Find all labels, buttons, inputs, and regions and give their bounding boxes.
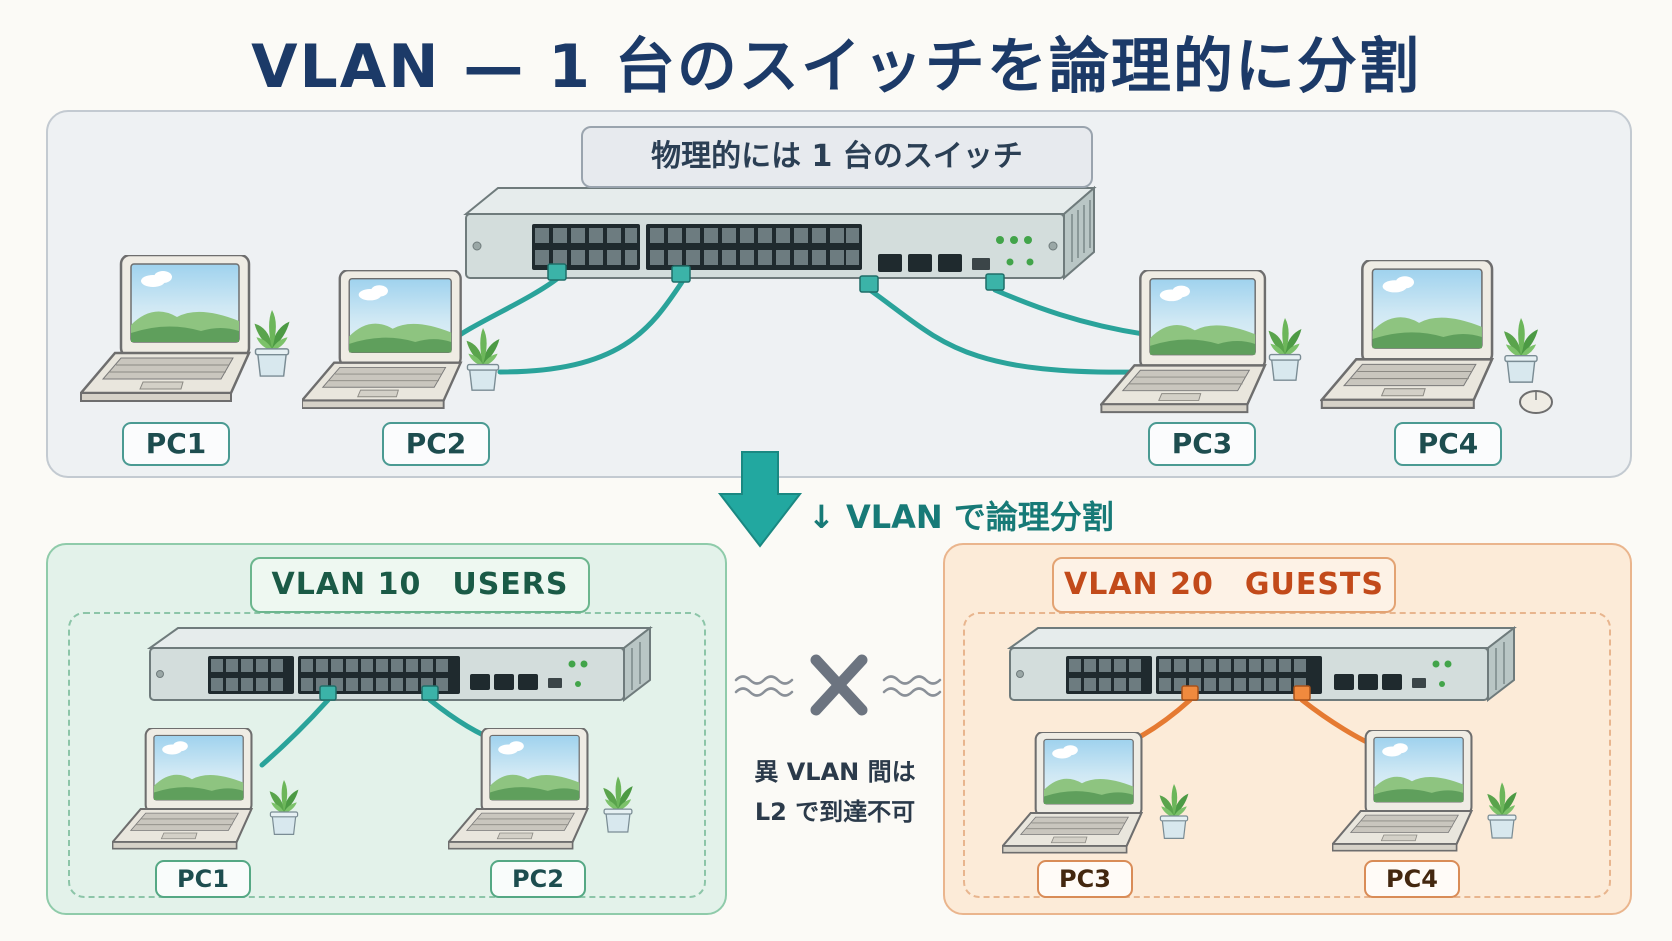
vlan20-switch-icon (1006, 625, 1517, 703)
vlan20-pc4-laptop-icon (1332, 730, 1473, 852)
blocked-x-icon (734, 654, 942, 716)
physical-pc3-label: PC3 (1148, 422, 1256, 466)
pc3-laptop-icon (1100, 270, 1267, 414)
vlan10-inner-frame (68, 612, 706, 898)
vlan20-header: VLAN 20 GUESTS (1052, 557, 1396, 613)
plant-icon (268, 780, 300, 836)
plant-icon (253, 310, 291, 377)
plant-icon (1158, 784, 1190, 840)
vlan20-cables (1127, 697, 1383, 751)
vlan10-cables (259, 697, 503, 768)
vlan10-switch-icon (146, 625, 653, 703)
plant-icon (1267, 318, 1303, 381)
pc2-laptop-icon (302, 270, 462, 410)
plant-icon (602, 776, 634, 833)
mouse-icon (1519, 390, 1553, 414)
pc4-laptop-icon (1320, 260, 1494, 410)
vlan20-inner-frame (963, 612, 1611, 898)
vlan10-header: VLAN 10 USERS (250, 557, 590, 613)
vlan10-pc1-laptop-icon (112, 728, 253, 850)
down-arrow-icon (717, 451, 803, 548)
vlan20-pc3-label: PC3 (1037, 860, 1133, 898)
physical-pc2-label: PC2 (382, 422, 490, 466)
physical-switch-header: 物理的には 1 台のスイッチ (581, 126, 1093, 188)
note-line1: 異 VLAN 間は (754, 758, 916, 786)
vlan-split-label: ↓ VLAN で論理分割 (808, 498, 1114, 536)
page-title: VLAN — 1 台のスイッチを論理的に分割 (251, 32, 1421, 102)
note-line2: L2 で到達不可 (754, 798, 916, 826)
physical-switch-icon (463, 185, 1097, 281)
plant-icon (465, 328, 501, 391)
vlan20-pc4-label: PC4 (1364, 860, 1460, 898)
plant-icon (1503, 318, 1539, 383)
inter-vlan-note: 異 VLAN 間は L2 で到達不可 (735, 752, 935, 832)
vlan20-pc3-laptop-icon (1002, 732, 1143, 854)
vlan10-pc2-label: PC2 (490, 860, 586, 898)
physical-pc1-label: PC1 (122, 422, 230, 466)
vlan10-pc1-label: PC1 (155, 860, 251, 898)
vlan10-pc2-laptop-icon (448, 728, 589, 850)
plant-icon (1486, 782, 1518, 839)
physical-cables (447, 275, 1153, 375)
physical-pc4-label: PC4 (1394, 422, 1502, 466)
pc1-laptop-icon (80, 255, 251, 403)
